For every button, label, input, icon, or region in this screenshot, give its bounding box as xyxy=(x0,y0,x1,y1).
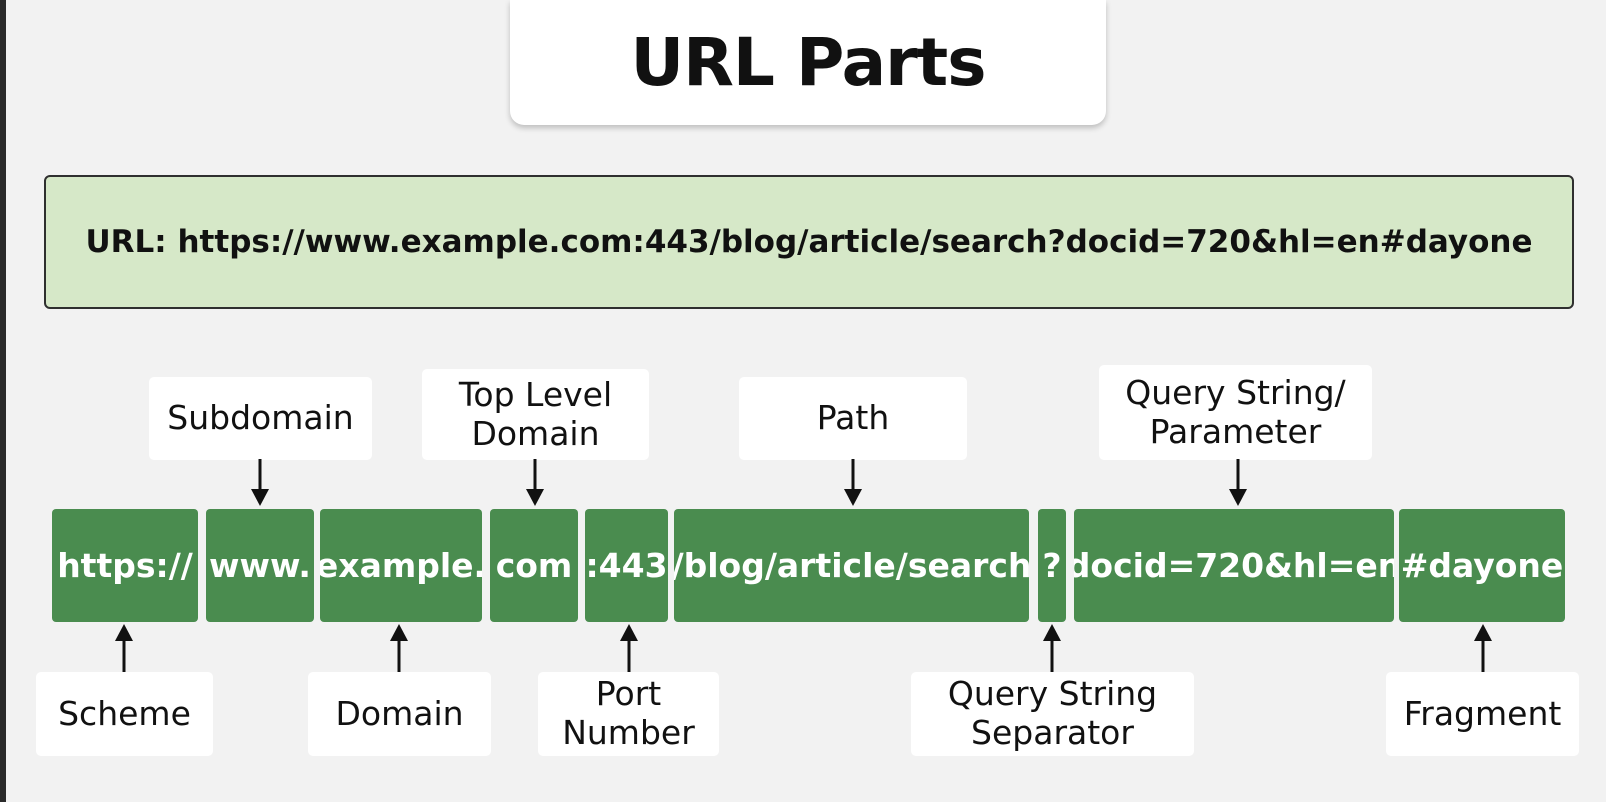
label-top-level-domain: Top Level Domain xyxy=(422,369,649,460)
label-fragment: Fragment xyxy=(1386,672,1579,756)
url-text: URL: https://www.example.com:443/blog/ar… xyxy=(85,224,1533,260)
segment-tld: com xyxy=(490,509,578,622)
arrow-down-icon xyxy=(525,459,545,507)
arrow-down-icon xyxy=(1228,459,1248,507)
arrow-up-icon xyxy=(389,624,409,672)
segment-query-separator: ? xyxy=(1038,509,1066,622)
label-port-number: Port Number xyxy=(538,672,719,756)
segment-port: :443 xyxy=(585,509,668,622)
segment-subdomain: www. xyxy=(206,509,314,622)
segment-domain: example. xyxy=(320,509,482,622)
segment-fragment: #dayone xyxy=(1399,509,1565,622)
arrow-up-icon xyxy=(1042,624,1062,672)
diagram-canvas: URL Parts URL: https://www.example.com:4… xyxy=(6,0,1606,802)
url-box: URL: https://www.example.com:443/blog/ar… xyxy=(44,175,1574,309)
label-scheme: Scheme xyxy=(36,672,213,756)
segment-path: /blog/article/search xyxy=(674,509,1029,622)
arrow-down-icon xyxy=(250,459,270,507)
arrow-down-icon xyxy=(843,459,863,507)
arrow-up-icon xyxy=(1473,624,1493,672)
label-query-parameter: Query String/ Parameter xyxy=(1099,365,1372,460)
title-card: URL Parts xyxy=(510,0,1106,125)
label-query-separator: Query String Separator xyxy=(911,672,1194,756)
segment-scheme: https:// xyxy=(52,509,198,622)
arrow-up-icon xyxy=(114,624,134,672)
label-domain: Domain xyxy=(308,672,491,756)
page-title: URL Parts xyxy=(630,24,987,101)
segment-query-string: docid=720&hl=en xyxy=(1074,509,1394,622)
label-path: Path xyxy=(739,377,967,460)
arrow-up-icon xyxy=(619,624,639,672)
label-subdomain: Subdomain xyxy=(149,377,372,460)
